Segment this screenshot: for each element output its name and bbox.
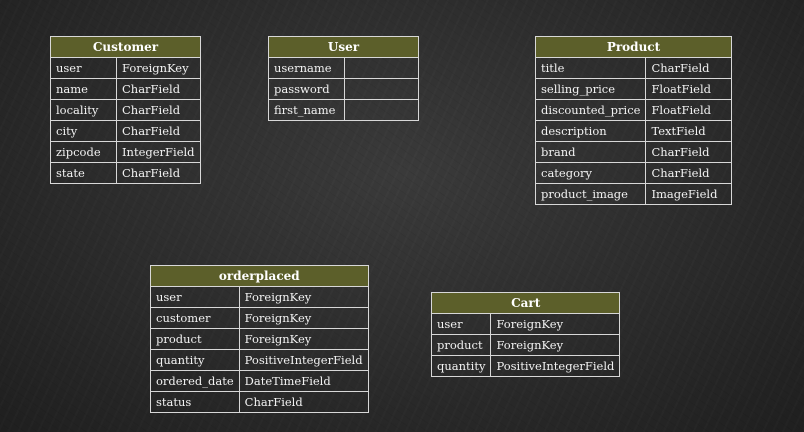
field-name: ordered_date bbox=[150, 370, 240, 392]
field-type: ImageField bbox=[645, 183, 732, 205]
field-type: ForeignKey bbox=[116, 57, 201, 79]
field-type: CharField bbox=[645, 162, 732, 184]
field-type: DateTimeField bbox=[238, 370, 369, 392]
field-name: product bbox=[430, 334, 492, 356]
field-type: ForeignKey bbox=[490, 313, 621, 335]
field-type bbox=[344, 99, 419, 121]
customer-entity-title: Customer bbox=[50, 36, 201, 58]
field-name: category bbox=[534, 162, 647, 184]
field-name: user bbox=[150, 286, 240, 308]
field-name: customer bbox=[150, 307, 240, 329]
field-type: CharField bbox=[645, 57, 732, 79]
field-name: name bbox=[50, 78, 117, 100]
field-name: city bbox=[50, 120, 117, 142]
field-name: user bbox=[50, 57, 117, 79]
field-name: description bbox=[534, 120, 647, 142]
field-name: quantity bbox=[150, 349, 240, 371]
field-type: CharField bbox=[238, 391, 369, 413]
field-type: FloatField bbox=[645, 78, 732, 100]
field-type: PositiveIntegerField bbox=[238, 349, 369, 371]
field-type: ForeignKey bbox=[238, 328, 369, 350]
field-name: username bbox=[268, 57, 345, 79]
table-row: password bbox=[268, 78, 419, 100]
field-name: discounted_price bbox=[534, 99, 647, 121]
field-type: FloatField bbox=[645, 99, 732, 121]
field-type: CharField bbox=[116, 99, 201, 121]
field-type: ForeignKey bbox=[490, 334, 621, 356]
field-type: CharField bbox=[116, 162, 201, 184]
orderplaced-entity-title: orderplaced bbox=[150, 265, 369, 287]
field-type: ForeignKey bbox=[238, 307, 369, 329]
field-name: brand bbox=[534, 141, 647, 163]
field-type: ForeignKey bbox=[238, 286, 369, 308]
field-name: password bbox=[268, 78, 345, 100]
field-name: state bbox=[50, 162, 117, 184]
user-entity-table: User username password first_name bbox=[268, 36, 419, 121]
field-name: locality bbox=[50, 99, 117, 121]
field-type: PositiveIntegerField bbox=[490, 355, 621, 377]
field-type: TextField bbox=[645, 120, 732, 142]
field-name: user bbox=[430, 313, 492, 335]
field-type: IntegerField bbox=[116, 141, 201, 163]
field-type: CharField bbox=[116, 78, 201, 100]
field-type: CharField bbox=[116, 120, 201, 142]
table-row: first_name bbox=[268, 99, 419, 121]
field-name: zipcode bbox=[50, 141, 117, 163]
field-name: status bbox=[150, 391, 240, 413]
field-name: selling_price bbox=[534, 78, 647, 100]
field-name: quantity bbox=[430, 355, 492, 377]
field-type bbox=[344, 57, 419, 79]
cart-entity-title: Cart bbox=[430, 292, 621, 314]
table-row: username bbox=[268, 57, 419, 79]
field-type: CharField bbox=[645, 141, 732, 163]
field-type bbox=[344, 78, 419, 100]
user-entity-title: User bbox=[268, 36, 419, 58]
field-name: product_image bbox=[534, 183, 647, 205]
field-name: product bbox=[150, 328, 240, 350]
product-entity-title: Product bbox=[535, 36, 732, 58]
field-name: first_name bbox=[268, 99, 345, 121]
field-name: title bbox=[534, 57, 647, 79]
